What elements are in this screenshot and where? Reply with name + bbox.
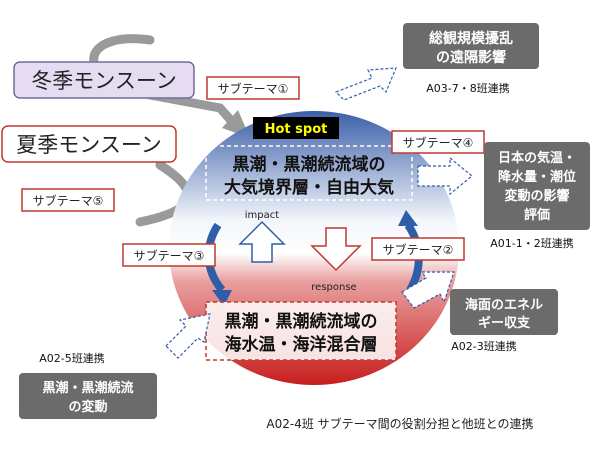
- hotspot-label: Hot spot: [265, 122, 328, 137]
- subtheme-4-box: [391, 130, 485, 154]
- subtheme-5-label: サブテーマ⑤: [33, 193, 104, 208]
- impact-label: impact: [245, 210, 279, 221]
- to-synoptic-arrow: [334, 67, 397, 101]
- japan-line3: 変動の影響: [504, 188, 569, 204]
- atmosphere-line2: 大気境界層・自由大気: [224, 177, 394, 198]
- to-energy-arrow: [401, 271, 455, 309]
- winter-monsoon-box: [13, 61, 195, 99]
- japan-link: A01-1・2班連携: [490, 236, 574, 250]
- ocean-line2: 海水温・海洋混合層: [225, 334, 378, 355]
- response-arrow: [310, 227, 362, 272]
- kuroshio-line1: 黒潮・黒潮続流: [42, 380, 133, 396]
- japan-line2: 降水量・潮位: [498, 169, 576, 185]
- synoptic-line2: の遠隔影響: [436, 49, 506, 66]
- subtheme-5-box: [21, 188, 115, 212]
- right-cycle-arrowhead: [398, 210, 418, 226]
- from-kuroshio-arrow: [165, 313, 211, 359]
- subtheme-4-label: サブテーマ④: [403, 135, 474, 150]
- japan-line1: 日本の気温・: [498, 150, 576, 166]
- ocean-box: [205, 301, 397, 361]
- left-cycle-arrowhead: [212, 290, 232, 306]
- kuroshio-line2: の変動: [68, 399, 107, 415]
- subtheme-2-label: サブテーマ②: [383, 242, 454, 257]
- energy-box: [450, 289, 558, 335]
- kuroshio-link: A02-5班連携: [39, 351, 105, 365]
- winter-monsoon-label: 冬季モンスーン: [31, 69, 177, 93]
- kuroshio-box: [19, 373, 157, 419]
- atmosphere-box: [205, 145, 413, 201]
- energy-line1: 海面のエネル: [465, 297, 543, 313]
- hotspot-box: [253, 117, 339, 139]
- subtheme-3-box: [122, 243, 216, 267]
- synoptic-line1: 総観規模擾乱: [429, 30, 513, 47]
- energy-link: A02-3班連携: [451, 339, 517, 353]
- subtheme-1-label: サブテーマ①: [218, 81, 289, 96]
- subtheme-2-box: [371, 237, 465, 261]
- synoptic-link: A03-7・8班連携: [426, 81, 510, 95]
- ocean-line1: 黒潮・黒潮続流域の: [225, 311, 378, 332]
- to-japan-arrow: [417, 156, 473, 196]
- synoptic-box: [403, 23, 539, 69]
- atmosphere-line1: 黒潮・黒潮続流域の: [233, 154, 386, 175]
- japan-line4: 評価: [524, 207, 550, 223]
- subtheme-3-label: サブテーマ③: [134, 248, 205, 263]
- subtheme-1-box: [206, 76, 300, 100]
- impact-arrow: [238, 220, 286, 263]
- caption: A02-4班 サブテーマ間の役割分担と他班との連携: [266, 416, 533, 431]
- summer-monsoon-box: [1, 125, 177, 163]
- summer-monsoon-label: 夏季モンスーン: [16, 133, 162, 157]
- energy-line2: ギー収支: [478, 315, 531, 331]
- japan-box: [484, 142, 590, 230]
- response-label: response: [311, 282, 356, 293]
